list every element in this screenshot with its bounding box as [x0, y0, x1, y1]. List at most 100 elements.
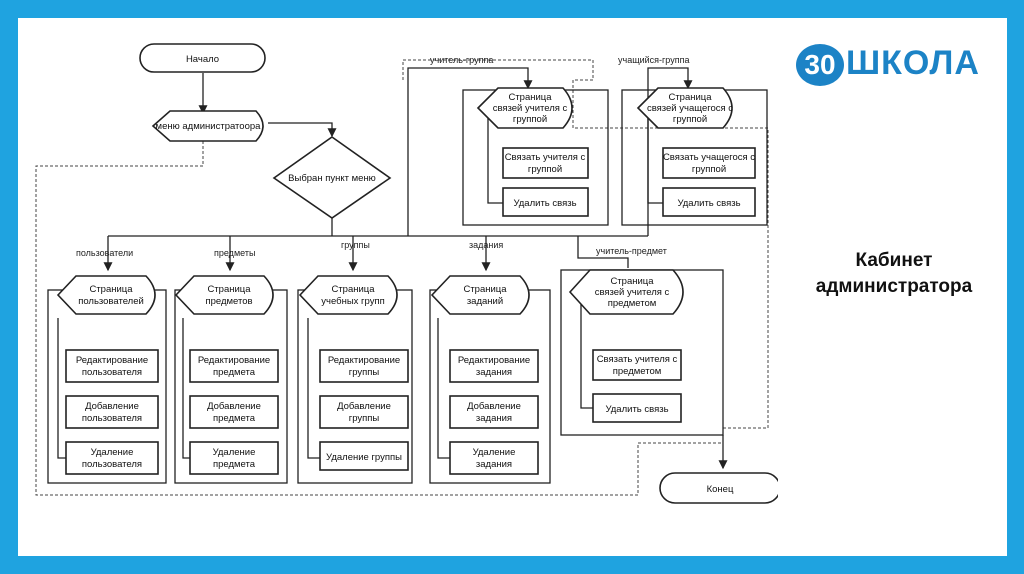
edge-label-users: пользователи: [76, 248, 133, 258]
subjects-add-line1: Добавление: [207, 401, 261, 412]
users-page-line2: пользователей: [78, 296, 144, 307]
users-page-node: [56, 275, 156, 315]
admin-flowchart: пользователи предметы группы задания учи…: [35, 43, 778, 504]
start-label: Начало: [186, 54, 219, 65]
ts-unlink-line1: Удалить связь: [605, 404, 668, 415]
users-del-line2: пользователя: [82, 459, 142, 470]
tg-page-line2: связей учителя с: [493, 103, 568, 114]
tg-link-line1: Связать учителя с: [505, 152, 586, 163]
admin-menu-label: меню администратоора: [156, 121, 262, 132]
users-inner-loop: [57, 318, 66, 459]
sg-page-node: [636, 87, 733, 129]
sg-page-line2: связей учащегося с: [647, 103, 733, 114]
edge-to-teacher-subject: [577, 236, 629, 268]
sg-link-line2: группой: [692, 164, 726, 175]
school-logo: 30 ШКОЛА: [794, 34, 994, 94]
sg-inner-loop: [647, 118, 663, 204]
subjects-del-line2: предмета: [213, 459, 256, 470]
subjects-page-node: [174, 275, 274, 315]
subjects-page-line2: предметов: [205, 296, 252, 307]
subjects-edit-line2: предмета: [213, 367, 256, 378]
ts-link-line2: предметом: [613, 366, 662, 377]
users-edit-line2: пользователя: [82, 367, 142, 378]
users-page-line1: Страница: [89, 284, 133, 295]
end-label: Конец: [707, 484, 734, 495]
subjects-add-line2: предмета: [213, 413, 256, 424]
subjects-page-line1: Страница: [207, 284, 251, 295]
groups-edit-line2: группы: [349, 367, 380, 378]
groups-del-line1: Удаление группы: [326, 452, 402, 463]
users-add-line1: Добавление: [85, 401, 139, 412]
tasks-del-node: [449, 441, 539, 475]
groups-add-line1: Добавление: [337, 401, 391, 412]
tasks-edit-line2: задания: [476, 367, 512, 378]
dashed-outline-right: [572, 60, 769, 429]
tg-unlink-line1: Удалить связь: [513, 198, 576, 209]
tasks-add-line2: задания: [476, 413, 512, 424]
sg-link-node: [662, 147, 756, 179]
groups-page-line2: учебных групп: [321, 296, 384, 307]
start-node: [139, 43, 266, 73]
decision-label: Выбран пункт меню: [288, 173, 376, 184]
users-del-line1: Удаление: [91, 447, 134, 458]
groups-page-line1: Страница: [331, 284, 375, 295]
tg-unlink-node: [502, 187, 589, 217]
ts-page-line1: Страница: [610, 276, 654, 287]
users-edit-line1: Редактирование: [76, 355, 148, 366]
logo-text: ШКОЛА: [846, 44, 980, 82]
subjects-del-node: [189, 441, 279, 475]
edge-label-teacher-group: учитель-группа: [430, 55, 493, 65]
ts-unlink-node: [592, 393, 682, 423]
tasks-edit-line1: Редактирование: [458, 355, 530, 366]
tasks-edit-node: [449, 349, 539, 383]
page-title-line1: Кабинет: [855, 250, 933, 271]
ts-page-node: [568, 269, 684, 315]
dashed-outline-top: [402, 59, 593, 80]
tg-inner-loop: [487, 118, 503, 204]
users-edit-node: [65, 349, 159, 383]
decision-node: [272, 136, 392, 219]
ts-page-line2: связей учителя с: [595, 287, 670, 298]
groups-add-line2: группы: [349, 413, 380, 424]
page-title: Кабинет администратора: [794, 248, 994, 300]
ts-page-line3: предметом: [608, 298, 657, 309]
tg-page-line1: Страница: [508, 92, 552, 103]
subjects-inner-loop: [182, 318, 190, 459]
edge-to-teacher-group: [407, 67, 533, 236]
groups-add-node: [319, 395, 409, 429]
groups-del-node: [319, 441, 409, 471]
users-del-node: [65, 441, 159, 475]
users-add-node: [65, 395, 159, 429]
page-title-line2: администратора: [815, 276, 973, 297]
tasks-page-line2: заданий: [467, 296, 503, 307]
groups-inner-loop: [307, 318, 320, 459]
tasks-add-node: [449, 395, 539, 429]
admin-menu-node: [151, 110, 264, 142]
tasks-del-line2: задания: [476, 459, 512, 470]
groups-edit-node: [319, 349, 409, 383]
edge-label-subjects: предметы: [214, 248, 255, 258]
ts-link-node: [592, 349, 682, 381]
edge-label-student-group: учащийся-группа: [618, 55, 689, 65]
tg-page-node: [476, 87, 573, 129]
subjects-add-node: [189, 395, 279, 429]
ts-link-line1: Связать учителя с: [597, 354, 678, 365]
tg-link-line2: группой: [528, 164, 562, 175]
tg-link-node: [502, 147, 589, 179]
sg-link-line1: Связать учащегося с: [663, 152, 755, 163]
sg-unlink-node: [662, 187, 756, 217]
sg-unlink-line1: Удалить связь: [677, 198, 740, 209]
tasks-page-line1: Страница: [463, 284, 507, 295]
users-add-line2: пользователя: [82, 413, 142, 424]
tg-page-line3: группой: [513, 114, 547, 125]
groups-page-node: [298, 275, 398, 315]
ts-inner-loop: [580, 298, 593, 409]
slide: пользователи предметы группы задания учи…: [18, 18, 1007, 556]
edge-label-tasks: задания: [469, 240, 503, 250]
sg-page-line1: Страница: [668, 92, 712, 103]
tasks-page-node: [430, 275, 530, 315]
groups-edit-line1: Редактирование: [328, 355, 400, 366]
subjects-edit-line1: Редактирование: [198, 355, 270, 366]
tasks-add-line1: Добавление: [467, 401, 521, 412]
tasks-inner-loop: [437, 318, 450, 459]
